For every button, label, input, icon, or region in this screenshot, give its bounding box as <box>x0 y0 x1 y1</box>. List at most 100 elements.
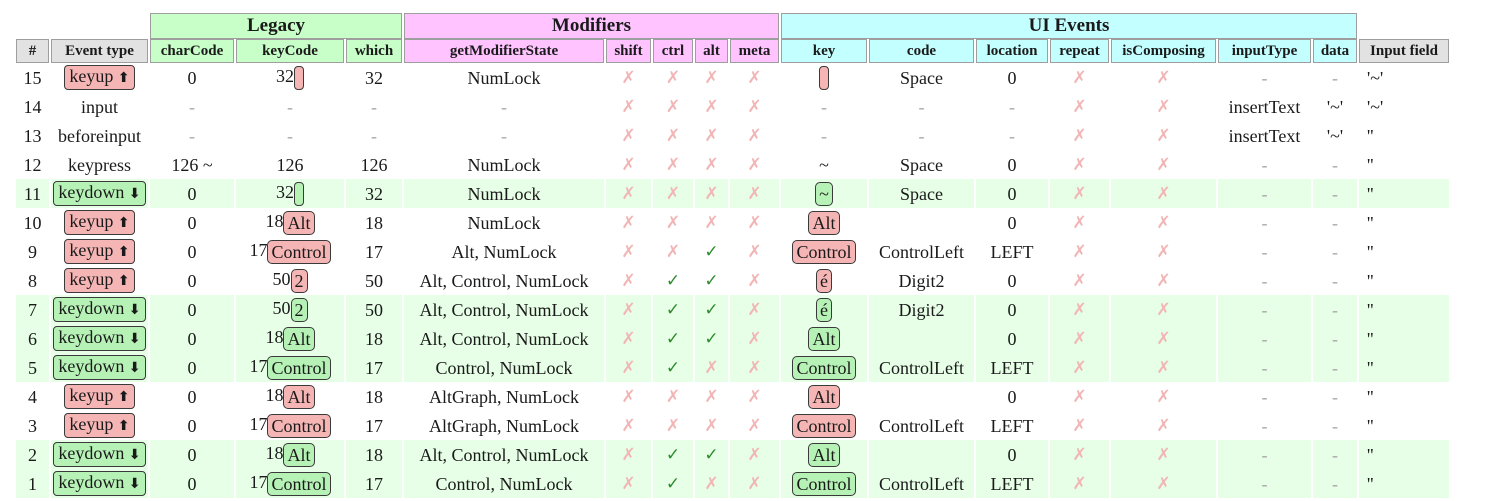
column-header-repeat[interactable]: repeat <box>1050 39 1109 63</box>
cell-which: 32 <box>346 63 402 92</box>
code-value: ControlLeft <box>879 241 964 262</box>
which-value: 126 <box>360 154 388 175</box>
cell-charcode: 0 <box>150 237 234 266</box>
cell-event-type: beforeinput <box>51 121 148 150</box>
location-value: 0 <box>1007 212 1017 233</box>
column-header-number[interactable]: # <box>16 39 49 63</box>
cell-key: é <box>781 266 867 295</box>
row-number: 5 <box>28 357 37 378</box>
column-header-shift[interactable]: shift <box>606 39 651 63</box>
row-number: 4 <box>28 386 37 407</box>
keycode-value: - <box>287 96 293 117</box>
column-header-getmodifierstate[interactable]: getModifierState <box>404 39 604 63</box>
cross-icon: ✗ <box>1072 329 1087 349</box>
column-header-ctrl[interactable]: ctrl <box>653 39 693 63</box>
cell-code <box>869 382 974 411</box>
keydown-badge: keydown ⬇ <box>53 181 146 206</box>
event-type-label: keydown <box>58 327 125 347</box>
cell-ctrl: ✗ <box>653 121 693 150</box>
cell-modifier-state: - <box>404 92 604 121</box>
column-header-inputtype[interactable]: inputType <box>1218 39 1311 63</box>
cell-location: 0 <box>976 440 1048 469</box>
column-header-data[interactable]: data <box>1313 39 1357 63</box>
row-number: 7 <box>28 299 37 320</box>
cell-key: Control <box>781 411 867 440</box>
column-header-charcode[interactable]: charCode <box>150 39 234 63</box>
arrow-down-icon: ⬇ <box>128 302 141 318</box>
charcode-value: 0 <box>187 473 197 494</box>
cross-icon: ✗ <box>1156 300 1171 320</box>
cell-event-type: keypress <box>51 150 148 179</box>
cell-data: - <box>1313 208 1357 237</box>
which-value: 18 <box>365 386 383 407</box>
cell-iscomposing: ✗ <box>1111 440 1216 469</box>
arrow-up-icon: ⬆ <box>117 418 130 434</box>
cell-location: 0 <box>976 63 1048 92</box>
cell-inputtype: - <box>1218 440 1311 469</box>
cell-alt: ✗ <box>695 92 728 121</box>
column-header-location[interactable]: location <box>976 39 1048 63</box>
cross-icon: ✗ <box>621 445 636 465</box>
cross-icon: ✗ <box>1156 184 1171 204</box>
cell-charcode: 0 <box>150 411 234 440</box>
which-value: 18 <box>365 212 383 233</box>
cell-alt: ✓ <box>695 237 728 266</box>
key-cap: Alt <box>283 384 315 409</box>
cell-shift: ✗ <box>606 382 651 411</box>
column-header-alt[interactable]: alt <box>695 39 728 63</box>
column-header-input-field[interactable]: Input field <box>1359 39 1449 63</box>
charcode-value: 0 <box>187 241 197 262</box>
row-number: 10 <box>23 212 42 233</box>
cell-alt: ✓ <box>695 440 728 469</box>
cell-charcode: 0 <box>150 382 234 411</box>
cell-ctrl: ✓ <box>653 295 693 324</box>
key-cap: Alt <box>808 210 840 235</box>
cell-repeat: ✗ <box>1050 266 1109 295</box>
cross-icon: ✗ <box>704 213 719 233</box>
check-icon: ✓ <box>704 271 719 291</box>
inputtype-value: - <box>1261 357 1268 378</box>
cell-keycode: - <box>236 121 344 150</box>
column-header-code[interactable]: code <box>869 39 974 63</box>
event-type-label: keyup <box>69 211 114 231</box>
keydown-badge: keydown ⬇ <box>53 442 146 467</box>
column-header-meta[interactable]: meta <box>730 39 779 63</box>
column-header-event-type[interactable]: Event type <box>51 39 148 63</box>
location-value: 0 <box>1007 270 1017 291</box>
event-type-label: beforeinput <box>58 125 141 146</box>
data-value: - <box>1332 67 1338 88</box>
cross-icon: ✗ <box>1072 271 1087 291</box>
cell-keycode: 32 <box>236 63 344 92</box>
arrow-down-icon: ⬇ <box>128 331 141 347</box>
arrow-up-icon: ⬆ <box>117 244 130 260</box>
column-header-keycode[interactable]: keyCode <box>236 39 344 63</box>
row-number: 11 <box>23 183 42 204</box>
inputtype-value: - <box>1261 183 1268 204</box>
cross-icon: ✗ <box>704 68 719 88</box>
key-cap: Control <box>792 471 856 496</box>
column-header-key[interactable]: key <box>781 39 867 63</box>
charcode-value: 0 <box>187 299 197 320</box>
cross-icon: ✗ <box>747 416 762 436</box>
cell-data: - <box>1313 353 1357 382</box>
keycode-value: 32 <box>276 182 294 203</box>
cell-charcode: 0 <box>150 295 234 324</box>
column-header-iscomposing[interactable]: isComposing <box>1111 39 1216 63</box>
cell-inputtype: - <box>1218 469 1311 498</box>
cell-event-type: keydown ⬇ <box>51 469 148 498</box>
location-value: LEFT <box>990 357 1034 378</box>
cell-repeat: ✗ <box>1050 440 1109 469</box>
cell-alt: ✗ <box>695 208 728 237</box>
input-field-value: '' <box>1367 154 1374 175</box>
cell-keycode: - <box>236 92 344 121</box>
cell-modifier-state: Alt, NumLock <box>404 237 604 266</box>
cell-shift: ✗ <box>606 150 651 179</box>
column-header-which[interactable]: which <box>346 39 402 63</box>
event-type-label: input <box>80 96 118 117</box>
cell-which: 50 <box>346 266 402 295</box>
cell-number: 5 <box>16 353 49 382</box>
